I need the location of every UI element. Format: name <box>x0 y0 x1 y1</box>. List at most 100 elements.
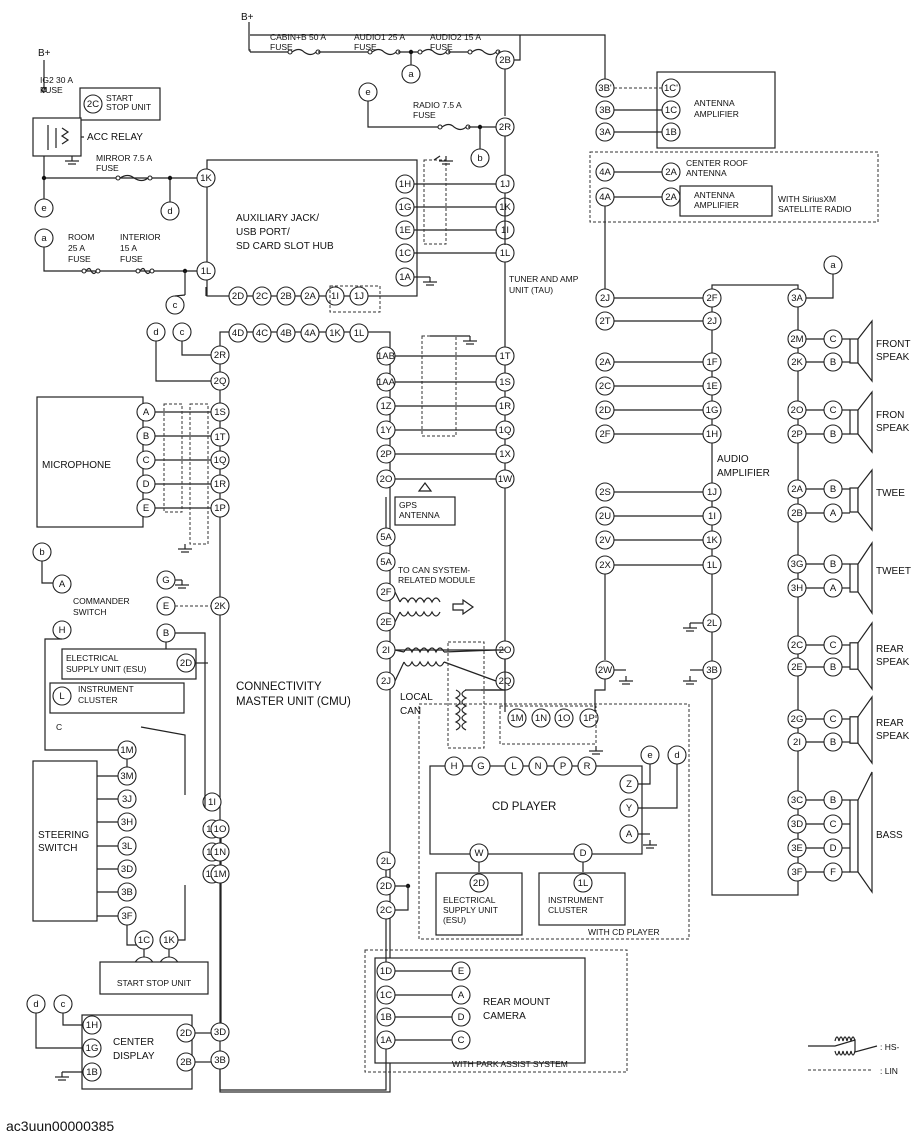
connector-pin <box>83 94 103 114</box>
component-label: STEERING <box>38 830 89 841</box>
pin-label: 1O <box>558 713 571 724</box>
speaker-icon <box>857 468 873 532</box>
pin-label: B <box>830 795 836 806</box>
pin-label: A <box>626 829 633 840</box>
pin-label: 2O <box>380 474 393 485</box>
pin-label: 1H <box>399 179 411 190</box>
pin-label: c <box>180 327 185 338</box>
pin-label: 4A <box>599 167 611 178</box>
wire <box>638 764 651 785</box>
rear-camera-box <box>374 957 586 1064</box>
gps-antenna-box <box>394 496 456 526</box>
pin-label: 2K <box>214 601 226 612</box>
connector-pin <box>300 323 320 343</box>
pin-label: 2A <box>665 192 677 203</box>
wire <box>174 294 186 297</box>
component-label: AUDIO <box>717 454 749 465</box>
connector-pin <box>252 286 272 306</box>
speaker-icon <box>849 409 859 435</box>
fuse-terminal <box>81 268 87 274</box>
pin-label: 1N <box>214 847 226 858</box>
fuse-label: FUSE <box>413 110 436 120</box>
fuse-label: FUSE <box>270 42 293 52</box>
connector-pin <box>82 1038 102 1058</box>
pin-label: 1AB <box>377 351 395 362</box>
pin-label: d <box>674 750 679 761</box>
pin-label: 1L <box>500 248 511 259</box>
pin-label: B <box>830 559 836 570</box>
connector-pin <box>504 756 524 776</box>
acc-relay-box <box>32 117 82 157</box>
wire <box>395 885 409 911</box>
fuse-icon <box>421 48 447 56</box>
component-label: ACC RELAY <box>87 132 143 143</box>
speaker-icon <box>849 487 859 513</box>
connector-pin <box>276 286 296 306</box>
pin-label: 3B <box>706 665 718 676</box>
pin-label: 2T <box>599 316 610 327</box>
fuse-label: MIRROR 7.5 A <box>96 153 153 163</box>
component-label: SWITCH <box>38 843 77 854</box>
pin-label: 1F <box>706 357 717 368</box>
connector-pin <box>577 756 597 776</box>
speaker-icon <box>849 338 859 364</box>
instrument-cluster-box <box>49 682 185 714</box>
pin-label: 3G <box>791 559 804 570</box>
bass-speaker-icon <box>857 771 873 894</box>
wire <box>43 247 200 272</box>
pin-label: 2S <box>599 487 611 498</box>
pin-label: 1G <box>706 405 719 416</box>
pin-label: 3J <box>122 794 132 805</box>
component-label: CLUSTER <box>548 905 588 915</box>
pin-label: 5A <box>380 532 392 543</box>
fuse-terminal <box>417 49 423 55</box>
pin-label: 1B <box>380 1012 392 1023</box>
pin-label: 4C <box>256 328 268 339</box>
pin-label: 2P <box>380 449 392 460</box>
pin-label: 1A <box>399 272 411 283</box>
pin-label: 1Q <box>214 455 227 466</box>
component-label: WITH CD PLAYER <box>588 927 660 937</box>
fuse-icon <box>119 174 149 182</box>
pin-label: C <box>143 455 150 466</box>
pin-label: b <box>477 153 482 164</box>
fuse-label: FUSE <box>120 254 143 264</box>
battery-label: B+ <box>241 12 254 23</box>
connector-pin <box>349 323 369 343</box>
pin-label: d <box>33 999 38 1010</box>
pin-label: 2W <box>598 665 612 676</box>
pin-label: 1M <box>213 869 226 880</box>
component-label: TO CAN SYSTEM- <box>398 565 470 575</box>
pin-label: 2D <box>180 1028 192 1039</box>
pin-label: e <box>365 87 370 98</box>
component-label: CAN <box>400 706 421 717</box>
pin-label: 1D <box>380 966 392 977</box>
pin-label: 1S <box>499 377 511 388</box>
fuse-icon <box>441 123 467 131</box>
pin-label: 2C <box>380 905 392 916</box>
start-stop-unit-box <box>99 961 209 995</box>
wire <box>155 341 211 382</box>
pin-label: 3H <box>121 817 133 828</box>
speaker-icon <box>857 541 873 615</box>
sirius-option-frame <box>589 151 879 223</box>
pin-label: 1L <box>578 878 589 889</box>
pin-label: 2J <box>600 293 610 304</box>
pin-label: 1M <box>510 713 523 724</box>
pin-label: 1M <box>120 745 133 756</box>
pin-label: 2F <box>599 429 610 440</box>
pin-label: A <box>830 508 837 519</box>
component-label: COMMANDER <box>73 596 130 606</box>
component-label: ELECTRICAL <box>443 895 496 905</box>
pin-label: B <box>830 484 836 495</box>
connector-pin <box>661 162 681 182</box>
pin-label: 1N <box>535 713 547 724</box>
component-label: ANTENNA <box>694 190 735 200</box>
component-label: ANTENNA <box>694 98 735 108</box>
pin-label: 2E <box>791 662 803 673</box>
connector-pin <box>210 427 230 447</box>
shield-frame <box>423 159 447 245</box>
wire <box>181 341 211 356</box>
pin-label: C <box>458 1035 465 1046</box>
pin-label: 1I <box>208 797 216 808</box>
